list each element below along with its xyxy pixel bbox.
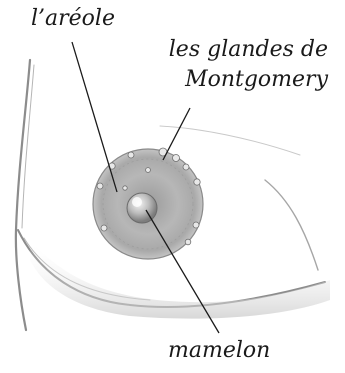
label-mamelon: mamelon (168, 336, 270, 366)
leader-line-glandes (163, 108, 190, 160)
leader-line-areole (72, 42, 117, 192)
nipple (127, 193, 157, 223)
label-montgomery-glands-line1: les glandes de (169, 35, 328, 65)
label-montgomery-glands-line2: Montgomery (169, 65, 328, 95)
label-montgomery-glands: les glandes de Montgomery (169, 35, 328, 95)
breast-shading (30, 240, 330, 319)
label-areole: l’aréole (31, 4, 115, 34)
